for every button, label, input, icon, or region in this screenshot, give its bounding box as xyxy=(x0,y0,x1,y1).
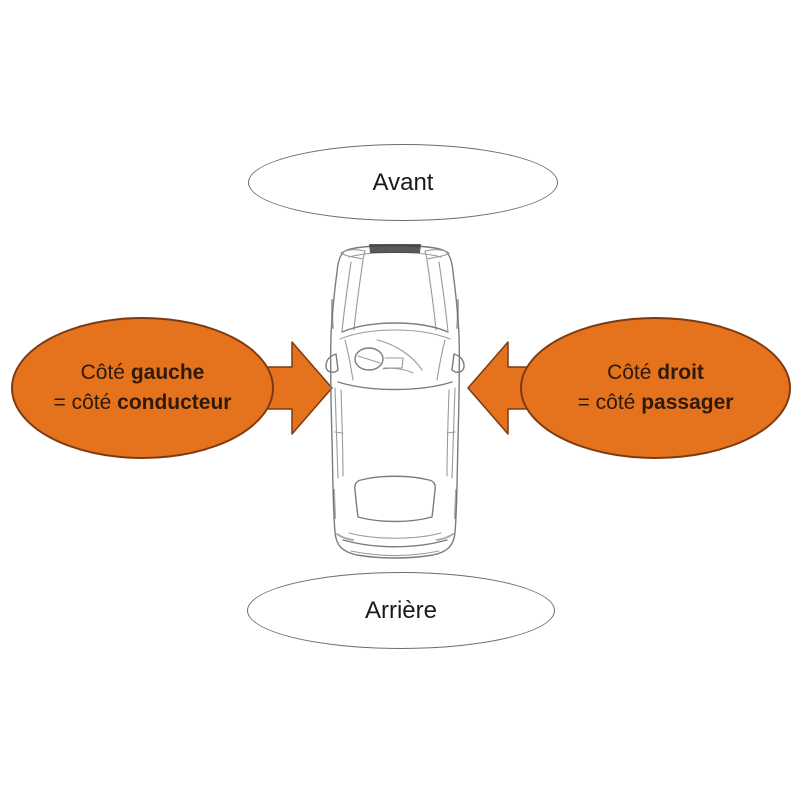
left-side-callout: Côté gauche = côté conducteur xyxy=(11,317,274,459)
left-callout-line1: Côté gauche xyxy=(80,361,205,384)
left-callout-line2: = côté conducteur xyxy=(53,391,232,414)
right-callout-line2: = côté passager xyxy=(577,391,734,414)
rear-label: Arrière xyxy=(364,596,437,624)
front-label: Avant xyxy=(372,168,434,196)
rear-label-ellipse: Arrière xyxy=(247,572,555,649)
right-side-callout: Côté droit = côté passager xyxy=(520,317,791,459)
right-callout-line1: Côté droit xyxy=(607,361,704,384)
front-label-ellipse: Avant xyxy=(248,144,558,221)
car-top-view-sketch xyxy=(325,244,465,559)
